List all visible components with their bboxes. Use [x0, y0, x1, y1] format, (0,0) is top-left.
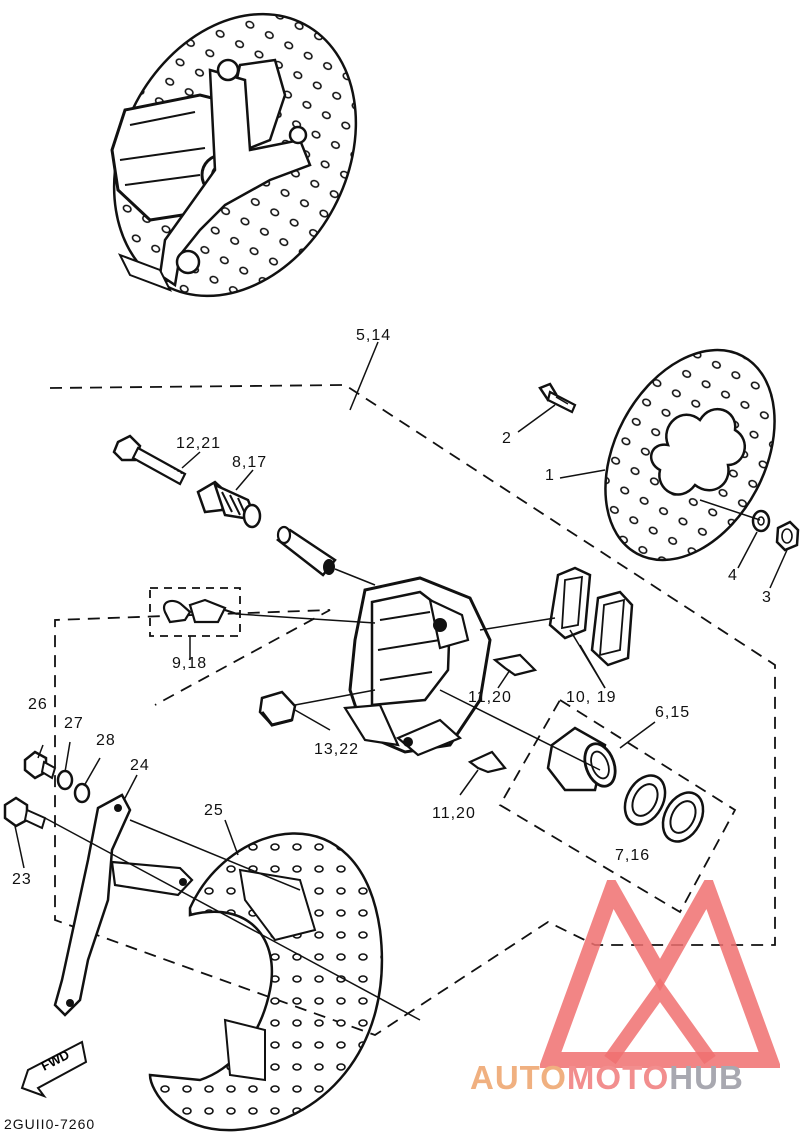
- callout-7-16: 7,16: [615, 847, 651, 864]
- assembled-caliper-view: [110, 12, 358, 298]
- cover-bracket: [53, 793, 194, 1017]
- callout-28: 28: [96, 732, 116, 749]
- callout-11-20-upper: 11,20: [468, 689, 512, 706]
- callout-5-14: 5,14: [356, 327, 392, 344]
- callout-9-18: 9,18: [172, 655, 208, 672]
- drawing-code: 2GUII0-7260: [4, 1116, 96, 1132]
- watermark-auto: AUTO: [470, 1059, 567, 1096]
- washer-27: [56, 769, 74, 791]
- callout-3: 3: [762, 589, 772, 606]
- assembly-boundary: [49, 384, 776, 1036]
- caliper-body: [343, 576, 492, 757]
- callout-12-21: 12,21: [176, 435, 222, 452]
- callout-26: 26: [28, 696, 48, 713]
- forward-arrow-icon: FWD: [20, 1040, 88, 1099]
- bolt-26: [23, 750, 57, 780]
- disc-cover: [148, 832, 384, 1132]
- bleed-screw: [162, 598, 238, 624]
- callout-11-20-lower: 11,20: [432, 805, 476, 822]
- brake-disc: [604, 348, 776, 562]
- leader-lines: [14, 341, 788, 1021]
- watermark-hub: HUB: [669, 1059, 744, 1096]
- callout-6-15: 6,15: [655, 704, 691, 721]
- disc-nut: [775, 520, 800, 552]
- callout-24: 24: [130, 757, 150, 774]
- bolt-23: [3, 796, 47, 830]
- callout-8-17: 8,17: [232, 454, 268, 471]
- pad-spring: [258, 690, 297, 727]
- bleed-screw-boundary: [149, 587, 241, 637]
- callout-4: 4: [728, 567, 738, 584]
- callout-25: 25: [204, 802, 224, 819]
- pad-clip-upper: [492, 653, 538, 677]
- callout-2: 2: [502, 430, 512, 447]
- watermark-logo-icon: [540, 880, 780, 1068]
- disc-screw: [538, 382, 577, 414]
- callout-27: 27: [64, 715, 84, 732]
- caliper-pin-boot: [196, 480, 262, 529]
- pad-clip-lower: [467, 750, 507, 774]
- washer-28: [73, 782, 91, 804]
- piston-seal-boundary: [498, 698, 737, 914]
- watermark-brand: AUTOMOTOHUB: [470, 1059, 744, 1097]
- caliper-bolt: [112, 434, 187, 486]
- brake-pads: [548, 566, 634, 667]
- callout-23: 23: [12, 871, 32, 888]
- callout-1: 1: [545, 467, 555, 484]
- watermark-moto: MOTO: [566, 1059, 670, 1096]
- callout-10-19: 10, 19: [566, 689, 617, 706]
- callout-13-22: 13,22: [314, 741, 360, 758]
- assembled-bracket: [158, 68, 312, 288]
- slide-sleeve: [276, 525, 337, 577]
- caliper-piston: [546, 726, 617, 792]
